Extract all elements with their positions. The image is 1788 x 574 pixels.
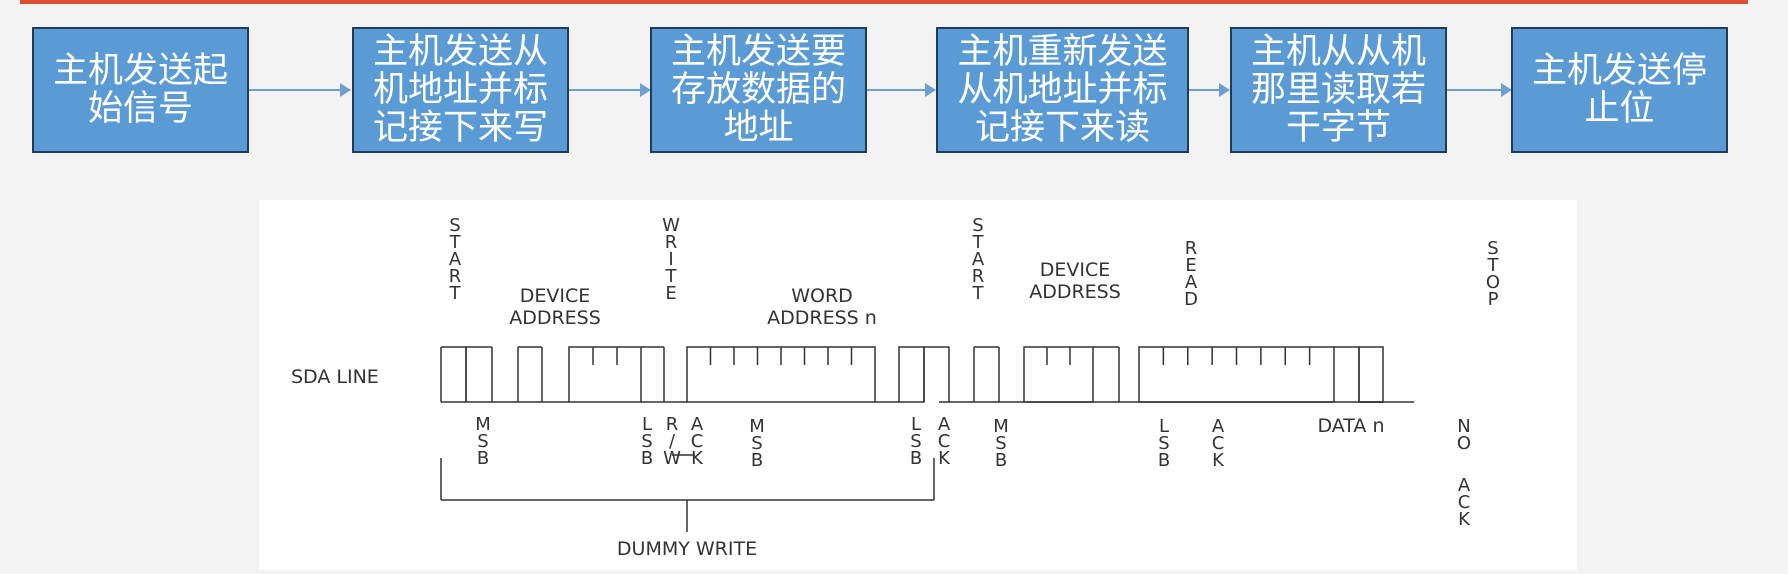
word-address-label: WORD	[791, 285, 853, 307]
device-address-label: ADDRESS	[1029, 281, 1121, 303]
flow-step-send-storage-address: 主机发送要 存放数据的 地址	[650, 27, 867, 153]
dummy-write-label: DUMMY WRITE	[617, 538, 757, 560]
msb-label: S	[751, 433, 762, 454]
restart-frame	[898, 346, 925, 403]
flow-step-stop-bit: 主机发送停 止位	[1511, 27, 1728, 153]
msb-label: S	[477, 431, 488, 452]
ack-label: C	[1458, 492, 1471, 513]
flow-step-label: 主机发送停 止位	[1531, 51, 1707, 129]
top-accent-line	[20, 0, 1748, 4]
device-address-label: DEVICE	[1040, 259, 1111, 281]
msb-label: M	[749, 416, 765, 437]
process-flow: 主机发送起 始信号 主机发送从 机地址并标 记接下来写 主机发送要 存放数据的 …	[0, 0, 1788, 170]
stop-label: P	[1488, 289, 1499, 310]
flow-arrow	[1189, 83, 1230, 97]
write-label: I	[668, 249, 673, 270]
start-label: R	[449, 266, 462, 287]
flow-step-label: 主机发送起 始信号	[52, 51, 228, 129]
flow-step-label: 主机发送从 机地址并标 记接下来写	[372, 32, 548, 148]
write-label: T	[665, 266, 678, 287]
ack-label: C	[691, 431, 704, 452]
ack-label: K	[1458, 509, 1471, 530]
dummy-write-bracket	[440, 458, 935, 532]
ack-label: A	[1212, 416, 1225, 437]
ack-label: A	[1458, 475, 1471, 496]
device-address-byte	[568, 346, 642, 403]
write-label: E	[665, 283, 676, 304]
read-label: D	[1184, 289, 1198, 310]
data-label: DATA n	[1317, 415, 1384, 437]
ack-label: K	[938, 448, 951, 469]
msb-label: S	[995, 433, 1006, 454]
ack-label: A	[938, 414, 951, 435]
flow-step-label: 主机从从机 那里读取若 干字节	[1250, 32, 1426, 148]
stop-label: O	[1486, 272, 1500, 293]
msb-label: B	[751, 450, 763, 471]
no-label: N	[1457, 416, 1470, 437]
lsb-label: L	[911, 414, 921, 435]
flow-step-send-address-write: 主机发送从 机地址并标 记接下来写	[352, 27, 569, 153]
start-label: T	[972, 232, 985, 253]
lsb-label: S	[910, 431, 921, 452]
lsb-label: B	[641, 448, 653, 469]
lsb-label: B	[1158, 450, 1170, 471]
start-label: A	[972, 249, 985, 270]
msb-label: M	[993, 416, 1009, 437]
ack-label: C	[938, 431, 951, 452]
start-label: A	[449, 249, 462, 270]
msb-label: B	[995, 450, 1007, 471]
flow-arrow	[867, 83, 936, 97]
lsb-label: S	[641, 431, 652, 452]
no-label: O	[1457, 433, 1471, 454]
lsb-label: L	[642, 414, 652, 435]
flow-step-label: 主机重新发送 从机地址并标 记接下来读	[957, 32, 1168, 148]
read-label: E	[1185, 255, 1196, 276]
word-address-label: ADDRESS n	[767, 307, 877, 329]
write-label: W	[662, 215, 680, 236]
stop-label: T	[1487, 255, 1500, 276]
sda-line-label: SDA LINE	[291, 366, 379, 388]
start-label: R	[972, 266, 985, 287]
flow-arrow	[569, 83, 651, 97]
flow-step-read-bytes: 主机从从机 那里读取若 干字节	[1230, 27, 1447, 153]
msb-label: M	[475, 414, 491, 435]
flow-arrow	[249, 83, 351, 97]
msb-label: B	[477, 448, 489, 469]
read-label: R	[1185, 238, 1198, 259]
flow-step-resend-address-read: 主机重新发送 从机地址并标 记接下来读	[936, 27, 1189, 153]
flow-arrow	[1447, 83, 1512, 97]
start-label: S	[449, 215, 460, 236]
write-label: R	[665, 232, 678, 253]
ack-label: A	[691, 414, 704, 435]
lsb-label: B	[910, 448, 922, 469]
read-write-label: /	[669, 431, 676, 452]
read-label: A	[1185, 272, 1198, 293]
start-label: T	[972, 283, 985, 304]
read-write-label: R	[666, 414, 679, 435]
device-address-label: DEVICE	[520, 285, 591, 307]
flow-step-label: 主机发送要 存放数据的 地址	[670, 32, 846, 148]
lsb-label: S	[1158, 433, 1169, 454]
read-write-label: W	[663, 448, 681, 469]
device-address-byte	[1023, 346, 1094, 403]
start-label: S	[972, 215, 983, 236]
stop-frame	[1358, 346, 1384, 403]
start-label: T	[449, 232, 462, 253]
device-address-label: ADDRESS	[509, 307, 601, 329]
stop-label: S	[1487, 238, 1498, 259]
lsb-label: L	[1159, 416, 1169, 437]
start-label: T	[449, 283, 462, 304]
ack-label: K	[691, 448, 704, 469]
ack-label: C	[1212, 433, 1225, 454]
ack-label: K	[1212, 450, 1225, 471]
flow-step-start-signal: 主机发送起 始信号	[32, 27, 249, 153]
